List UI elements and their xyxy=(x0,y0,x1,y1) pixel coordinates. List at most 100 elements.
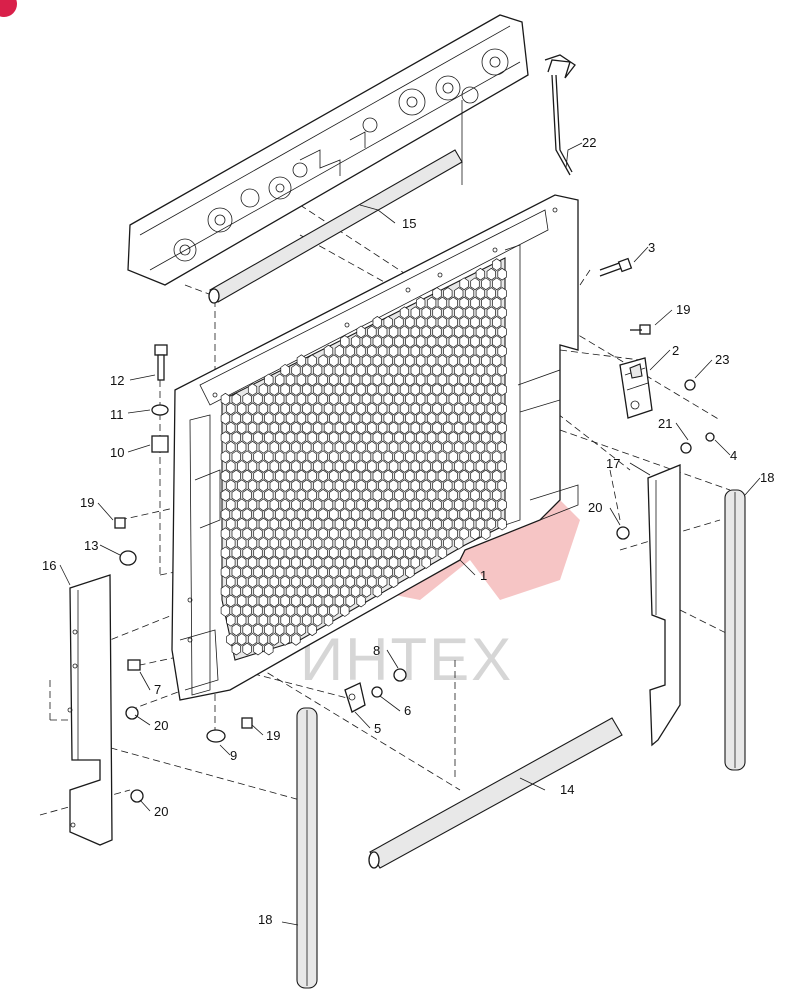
mesh-hex-cell xyxy=(226,460,236,473)
latch-2 xyxy=(619,357,653,419)
mesh-hex-cell xyxy=(307,604,317,617)
mesh-hex-cell xyxy=(492,508,502,521)
mesh-hex-cell xyxy=(318,565,328,579)
mesh-hex-cell xyxy=(492,373,502,387)
mesh-hex-cell xyxy=(464,421,475,435)
mesh-hex-cell xyxy=(307,585,317,598)
callout-23: 23 xyxy=(715,352,729,367)
mesh-hex-cell xyxy=(307,431,317,444)
mesh-hex-cell xyxy=(296,431,307,444)
mesh-hex-cell xyxy=(302,479,312,492)
mesh-hex-cell xyxy=(426,373,437,387)
mesh-hex-cell xyxy=(307,469,317,483)
mesh-hex-cell xyxy=(291,613,301,627)
mesh-hex-cell xyxy=(388,325,399,339)
mesh-hex-cell xyxy=(226,421,236,435)
mesh-hex-cell xyxy=(356,575,366,589)
mesh-hex-cell xyxy=(432,536,442,550)
mesh-hex-cell xyxy=(340,373,350,387)
mesh-hex-cell xyxy=(437,392,448,406)
mesh-hex-cell xyxy=(443,402,453,416)
mesh-hex-cell xyxy=(237,575,247,589)
mesh-hex-cell xyxy=(475,325,486,339)
mesh-hex-cell xyxy=(394,335,404,348)
mesh-hex-cell xyxy=(475,287,486,300)
mesh-hex-cell xyxy=(253,623,263,637)
mesh-hex-cell xyxy=(492,488,502,502)
mesh-hex-cell xyxy=(486,517,496,531)
mesh-hex-cell xyxy=(459,296,469,310)
mesh-hex-cell xyxy=(356,421,366,435)
mesh-hex-cell xyxy=(242,431,252,444)
mesh-hex-cell xyxy=(410,421,420,435)
mesh-hex-cell xyxy=(356,460,366,473)
mesh-hex-cell xyxy=(350,373,361,387)
callout-14: 14 xyxy=(560,782,574,797)
mesh-hex-cell xyxy=(237,421,247,435)
mesh-hex-cell xyxy=(372,412,382,425)
mesh-hex-cell xyxy=(356,498,366,512)
mesh-hex-cell xyxy=(416,488,426,502)
mesh-hex-cell xyxy=(367,556,377,569)
mesh-hex-cell xyxy=(459,431,469,444)
mesh-hex-cell xyxy=(247,479,258,492)
mesh-hex-cell xyxy=(432,498,442,512)
mesh-hex-cell xyxy=(329,508,339,521)
mesh-hex-cell xyxy=(367,498,377,512)
mesh-hex-cell xyxy=(426,392,437,406)
mesh-hex-cell xyxy=(361,527,372,541)
mesh-hex-cell xyxy=(280,575,290,589)
mesh-hex-cell xyxy=(258,479,269,492)
callout-4: 4 xyxy=(730,448,737,463)
mesh-hex-cell xyxy=(405,488,415,502)
mesh-hex-cell xyxy=(464,498,475,512)
mesh-hex-cell xyxy=(421,460,431,473)
mesh-hex-cell xyxy=(394,412,404,425)
mesh-hex-cell xyxy=(323,440,334,454)
mesh-hex-cell xyxy=(399,536,410,550)
mesh-hex-cell xyxy=(497,287,507,300)
mesh-hex-cell xyxy=(356,536,366,550)
mesh-hex-cell xyxy=(437,508,448,521)
mesh-hex-cell xyxy=(302,460,312,473)
mesh-hex-cell xyxy=(307,508,317,521)
mesh-hex-cell xyxy=(475,402,486,416)
mesh-hex-cell xyxy=(470,527,480,541)
mesh-hex-cell xyxy=(486,325,496,339)
mesh-hex-cell xyxy=(448,488,458,502)
mesh-hex-cell xyxy=(448,431,458,444)
mesh-hex-cell xyxy=(340,431,350,444)
mesh-hex-cell xyxy=(356,556,366,569)
watermark-text: ИНТЕХ xyxy=(300,626,513,693)
mesh-hex-cell xyxy=(345,556,355,569)
mesh-hex-cell xyxy=(334,421,344,435)
mesh-hex-cell xyxy=(432,479,442,492)
mesh-hex-cell xyxy=(454,306,464,320)
mesh-hex-cell xyxy=(361,508,372,521)
mesh-hex-cell xyxy=(291,479,301,492)
mesh-hex-cell xyxy=(226,633,236,646)
mesh-hex-cell xyxy=(475,267,486,281)
mesh-hex-cell xyxy=(226,613,236,627)
mesh-hex-cell xyxy=(432,440,442,454)
mesh-hex-cell xyxy=(334,498,344,512)
mesh-hex-cell xyxy=(361,450,372,464)
mesh-hex-cell xyxy=(329,412,339,425)
mesh-hex-cell xyxy=(318,527,328,541)
mesh-hex-cell xyxy=(334,517,344,531)
mesh-hex-cell xyxy=(296,373,307,387)
mesh-hex-cell xyxy=(253,431,263,444)
mesh-hex-cell xyxy=(302,402,312,416)
mesh-hex-cell xyxy=(275,469,285,483)
mesh-hex-cell xyxy=(345,402,355,416)
mesh-hex-cell xyxy=(464,363,475,377)
callout-21: 21 xyxy=(658,416,672,431)
mesh-hex-cell xyxy=(454,363,464,377)
mesh-hex-cell xyxy=(329,354,339,368)
mesh-hex-cell xyxy=(275,604,285,617)
mesh-hex-cell xyxy=(237,517,247,531)
mesh-hex-cell xyxy=(253,469,263,483)
mesh-hex-cell xyxy=(296,412,307,425)
mesh-hex-cell xyxy=(237,594,247,608)
mesh-hex-cell xyxy=(372,546,382,560)
